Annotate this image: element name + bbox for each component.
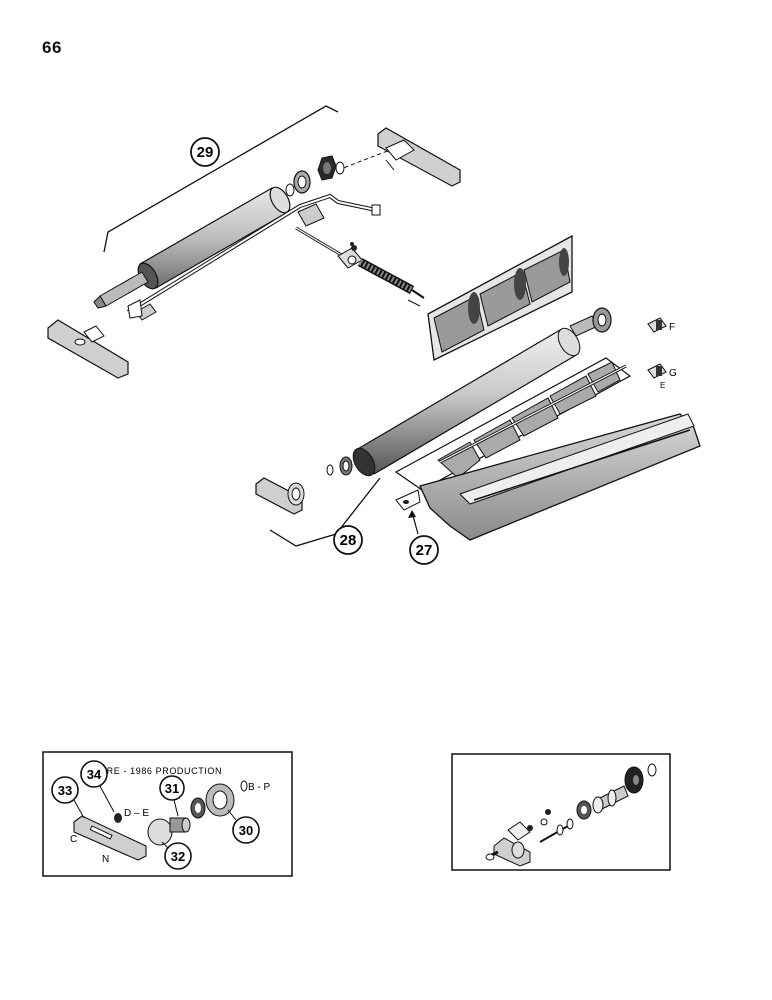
letter-B-P: B - P bbox=[248, 782, 271, 793]
callout-27-label: 27 bbox=[416, 542, 433, 559]
callout-28-label: 28 bbox=[340, 532, 357, 549]
letter-F: F bbox=[669, 322, 675, 333]
letter-C: C bbox=[70, 834, 77, 845]
letter-E: E bbox=[660, 381, 665, 390]
fastener-F: F bbox=[647, 317, 675, 333]
callout-30-label: 30 bbox=[239, 823, 253, 838]
upper-right-end-plate bbox=[377, 127, 461, 187]
callout-33: 33 bbox=[51, 776, 85, 819]
inset-caption: PRE - 1986 PRODUCTION bbox=[100, 766, 222, 776]
pan-assembly-27 bbox=[394, 357, 701, 541]
tension-rod bbox=[126, 193, 381, 314]
callout-33-label: 33 bbox=[58, 783, 72, 798]
callout-32: 32 bbox=[161, 841, 192, 870]
bearing-28-right bbox=[592, 307, 612, 333]
assembly-dash-line bbox=[337, 149, 391, 171]
nut-29 bbox=[317, 155, 337, 181]
inset-pre-1986: PRE - 1986 PRODUCTION 33 bbox=[42, 751, 293, 877]
callout-34: 34 bbox=[80, 760, 115, 813]
callout-34-label: 34 bbox=[87, 767, 102, 782]
callout-32-label: 32 bbox=[171, 849, 185, 864]
callout-31: 31 bbox=[159, 775, 185, 817]
flap-panel-inset bbox=[427, 234, 573, 361]
callout-28: 28 bbox=[333, 525, 363, 555]
upper-roller bbox=[93, 186, 291, 309]
upper-left-end-plate bbox=[47, 319, 129, 379]
lower-left-end-plate bbox=[255, 477, 305, 515]
callout-29-label: 29 bbox=[197, 144, 214, 161]
lower-roller bbox=[352, 315, 599, 477]
callout-30: 30 bbox=[227, 809, 260, 844]
assembly-28-bracket-line bbox=[269, 477, 381, 547]
bearing-28-left bbox=[326, 456, 353, 476]
callout-31-label: 31 bbox=[165, 781, 179, 796]
callout-27: 27 bbox=[408, 510, 439, 565]
washer-29 bbox=[335, 161, 345, 175]
letter-N: N bbox=[102, 854, 109, 865]
bearing-29 bbox=[293, 170, 311, 194]
assembly-29-bracket-line bbox=[103, 105, 339, 253]
spacer-29 bbox=[285, 183, 295, 197]
letter-D-E: D – E bbox=[124, 808, 149, 819]
callout-29: 29 bbox=[190, 137, 220, 167]
lower-arm bbox=[127, 299, 157, 321]
letter-G: G bbox=[669, 368, 677, 379]
tension-arm-plate bbox=[295, 203, 351, 262]
spring-assembly bbox=[337, 242, 425, 307]
compression-spring bbox=[357, 258, 415, 294]
fastener-G: G E bbox=[647, 363, 677, 390]
page-number: 66 bbox=[42, 38, 62, 57]
inset-current-production bbox=[451, 753, 671, 871]
